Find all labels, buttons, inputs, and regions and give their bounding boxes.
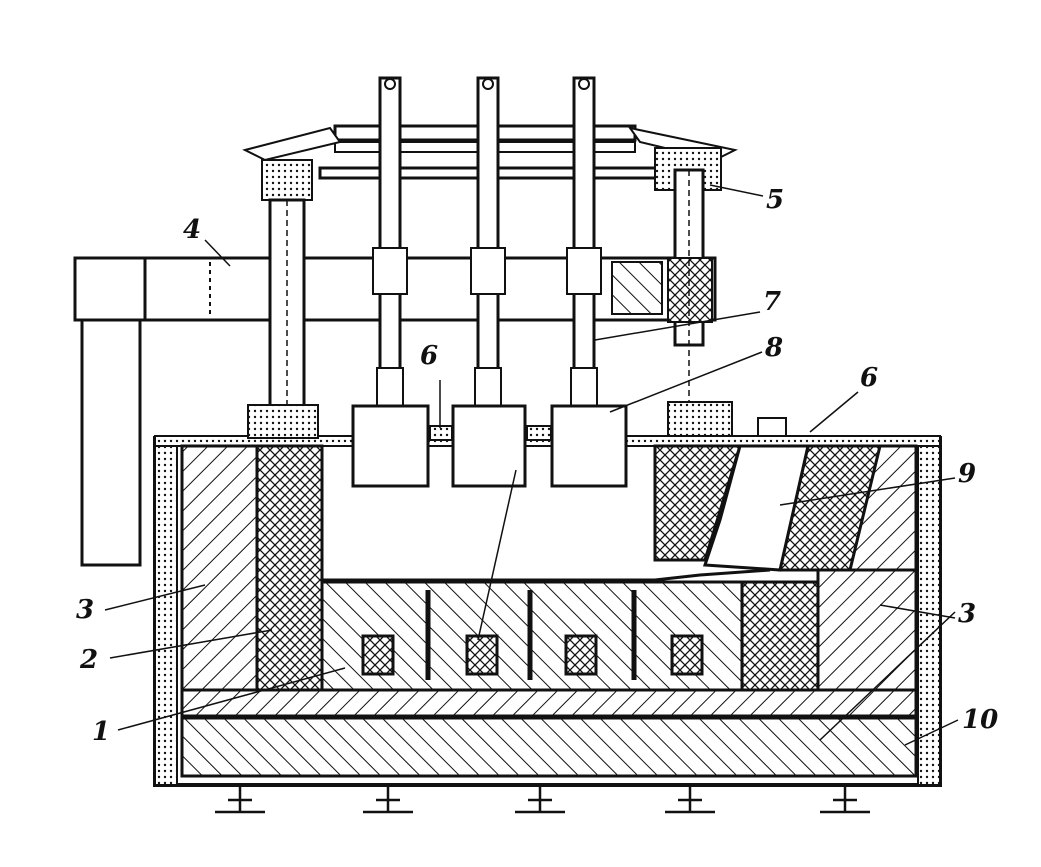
leader-lines — [104, 184, 959, 746]
label-6-right: 6 — [860, 363, 878, 393]
callout-labels: 1 2 3 4 5 6 6 7 8 9 3 10 — [76, 185, 998, 747]
anode-block — [550, 404, 628, 488]
label-3-left: 3 — [76, 595, 94, 625]
label-6-left: 6 — [420, 341, 438, 371]
label-1: 1 — [92, 717, 110, 747]
crust-zone — [653, 444, 882, 572]
label-5: 5 — [766, 185, 784, 215]
screw-column-left — [247, 159, 319, 439]
electrolyte-boundary — [320, 446, 771, 582]
anode-block — [351, 404, 430, 488]
gas-cover — [429, 417, 787, 441]
cathode-hearth — [320, 580, 744, 692]
collector-bar — [361, 634, 704, 676]
side-lining-left — [180, 444, 259, 692]
label-8: 8 — [764, 333, 783, 363]
anode-block — [451, 404, 527, 488]
anode-rod — [372, 76, 408, 409]
label-9: 9 — [958, 459, 976, 489]
anode-rods — [372, 76, 602, 409]
side-carbon-block-right — [740, 580, 820, 692]
label-2: 2 — [79, 645, 98, 675]
side-carbon-block-left — [255, 444, 324, 692]
support-feet — [215, 785, 870, 814]
label-4: 4 — [183, 215, 201, 245]
label-3-right: 3 — [958, 599, 976, 629]
label-7: 7 — [763, 287, 781, 317]
anode-rod — [470, 76, 506, 409]
screw-column-right — [654, 147, 733, 437]
label-10: 10 — [962, 705, 998, 735]
bottom-lining — [180, 688, 918, 778]
anode-blocks — [351, 404, 628, 488]
